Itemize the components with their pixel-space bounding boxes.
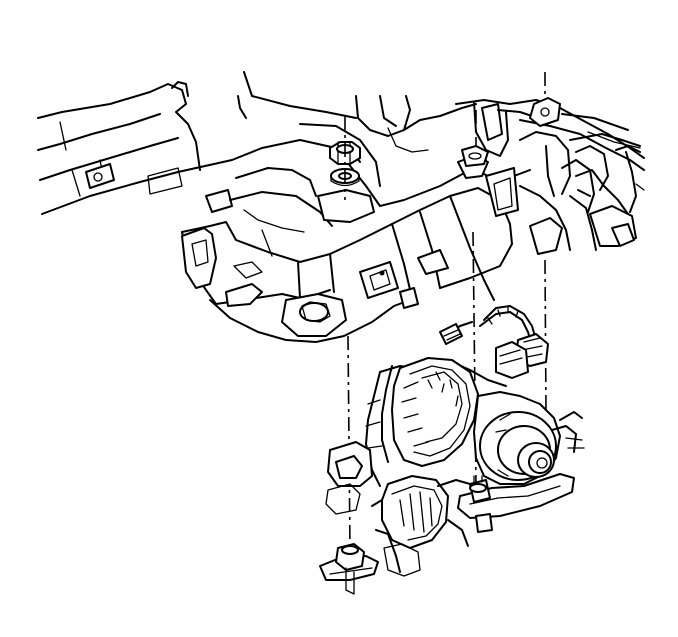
transfer-case <box>319 305 585 595</box>
frame-crossmember <box>37 71 513 343</box>
frame-mount-points <box>461 97 561 167</box>
rear-frame-rail <box>455 99 645 255</box>
